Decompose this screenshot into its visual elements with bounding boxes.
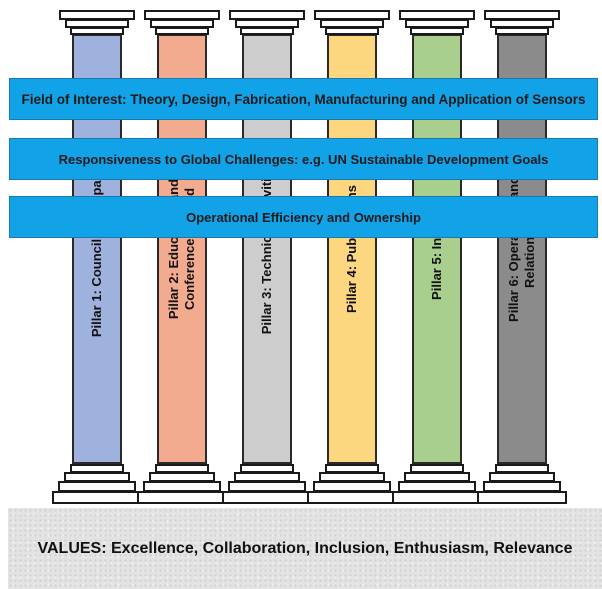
pillar-capital — [495, 27, 549, 35]
pillar-base — [137, 491, 227, 504]
pillar-capital — [70, 27, 124, 35]
pillar-capital — [325, 27, 379, 35]
pillar-capital — [155, 27, 209, 35]
band-operational-efficiency: Operational Efficiency and Ownership — [9, 196, 598, 238]
pillar-1: Pillar 1: Council Participants — [52, 0, 142, 510]
pillar-2: Pillar 2: Education and Conference Relat… — [137, 0, 227, 510]
pillar-6: Pillar 6: Operations and Relationship — [477, 0, 567, 510]
band-field-of-interest: Field of Interest: Theory, Design, Fabri… — [9, 78, 598, 120]
pillar-base — [52, 491, 142, 504]
pillar-capital — [240, 27, 294, 35]
pillar-4: Pillar 4: Publications — [307, 0, 397, 510]
pillar-base — [222, 491, 312, 504]
pillar-3: Pillar 3: Technical Activities — [222, 0, 312, 510]
values-text: VALUES: Excellence, Collaboration, Inclu… — [37, 539, 573, 557]
band-global-challenges: Responsiveness to Global Challenges: e.g… — [9, 138, 598, 180]
pillar-5: Pillar 5: Industry — [392, 0, 482, 510]
pillar-base — [392, 491, 482, 504]
pillar-base — [307, 491, 397, 504]
pillar-capital — [410, 27, 464, 35]
values-foundation: VALUES: Excellence, Collaboration, Inclu… — [8, 508, 602, 589]
pillar-base — [477, 491, 567, 504]
